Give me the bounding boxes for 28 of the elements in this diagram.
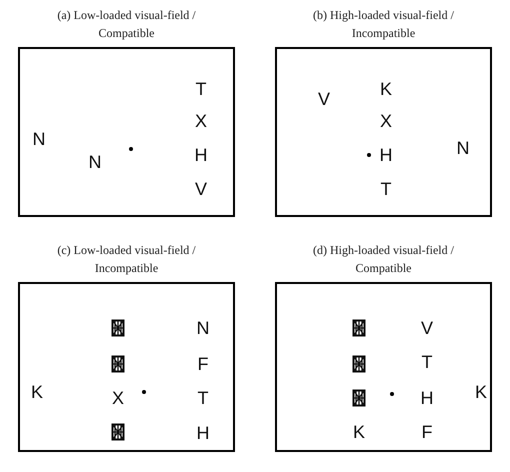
panel-heading: (c) Low-loaded visual-field / Incompatible [56, 242, 197, 277]
stimulus-letter: H [420, 389, 434, 407]
stimulus-letter: N [32, 130, 46, 148]
stimulus-letter: N [196, 319, 210, 337]
stimulus-letter: N [88, 153, 102, 171]
stimulus-letter: T [198, 389, 208, 407]
stimulus-letter: V [421, 319, 433, 337]
stimulus-letter: V [195, 180, 207, 198]
stimulus-letter: K [353, 423, 365, 441]
stimulus-letter: T [422, 353, 432, 371]
stimulus-letter: K [31, 383, 43, 401]
stimulus-letter: H [196, 424, 210, 442]
panel-heading: (b) High-loaded visual-field / Incompatible [312, 7, 455, 42]
stimulus-letter: X [195, 112, 207, 130]
panel-heading: (d) High-loaded visual-field / Compatible [312, 242, 455, 277]
panel-heading: (a) Low-loaded visual-field / Compatible [56, 7, 197, 42]
stimulus-letter: K [380, 80, 392, 98]
stimulus-letter: H [194, 146, 208, 164]
stimulus-letter: V [318, 90, 330, 108]
stimulus-letter: X [112, 389, 124, 407]
stimulus-letter: T [196, 80, 206, 98]
stimulus-letter: F [198, 355, 208, 373]
stimulus-letter: N [456, 139, 470, 157]
stimulus-letter: X [380, 112, 392, 130]
stimulus-letter: K [475, 383, 487, 401]
stimulus-letter: F [422, 423, 432, 441]
stimulus-letter: T [380, 180, 392, 198]
stimulus-letter: H [380, 146, 392, 164]
